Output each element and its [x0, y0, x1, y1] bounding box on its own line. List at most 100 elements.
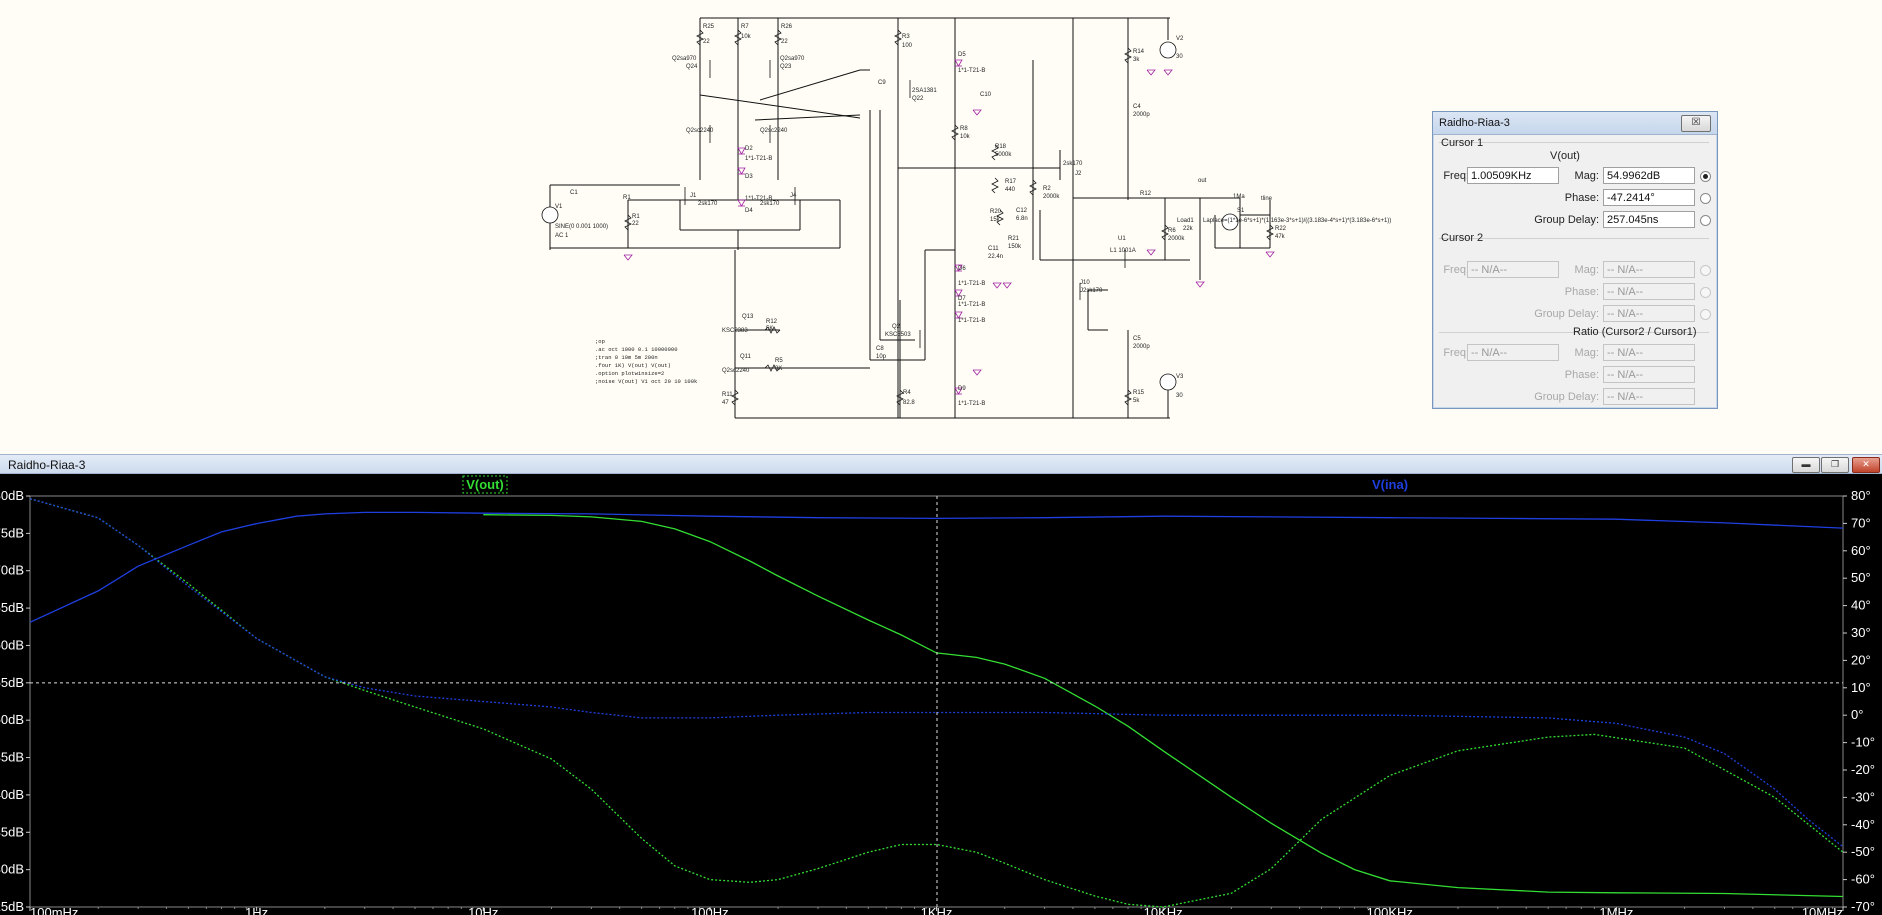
cursor1-group-delay-radio[interactable] — [1700, 215, 1711, 226]
cursor2-freq-field[interactable]: -- N/A-- — [1467, 261, 1559, 278]
svg-text:1*1-T21-B: 1*1-T21-B — [958, 401, 985, 407]
svg-text:2000k: 2000k — [1168, 236, 1185, 242]
cursor2-mag-field[interactable]: -- N/A-- — [1603, 261, 1695, 278]
close-button[interactable]: ✕ — [1852, 457, 1880, 473]
ratio-group-delay-label: Group Delay: — [1534, 391, 1599, 403]
svg-text:150k: 150k — [1008, 244, 1022, 250]
svg-text:R1: R1 — [623, 195, 631, 201]
spice-directive-noise[interactable]: ;noise V(out) V1 oct 20 10 100k — [595, 378, 698, 385]
cursor1-phase-field[interactable]: -47.2414° — [1603, 189, 1695, 206]
ratio-freq-field[interactable]: -- N/A-- — [1467, 344, 1559, 361]
svg-text:R12: R12 — [1140, 191, 1152, 197]
y-left-tick-label: 40dB — [0, 787, 24, 802]
svg-text:3k: 3k — [1133, 57, 1140, 63]
svg-text:D5: D5 — [958, 52, 966, 58]
bode-plot[interactable]: 80dB75dB70dB65dB60dB55dB50dB45dB40dB35dB… — [0, 474, 1882, 915]
svg-text:6.8n: 6.8n — [1016, 216, 1028, 222]
y-right-tick-label: -30° — [1851, 789, 1875, 804]
svg-text:Q11: Q11 — [740, 354, 752, 360]
svg-text:J1: J1 — [690, 193, 697, 199]
cursor1-phase-radio[interactable] — [1700, 193, 1711, 204]
svg-text:V1: V1 — [555, 204, 563, 210]
y-left-tick-label: 45dB — [0, 750, 24, 765]
svg-text:R2: R2 — [1043, 186, 1051, 192]
svg-text:J2sk170: J2sk170 — [1080, 288, 1103, 294]
svg-text:30: 30 — [1176, 54, 1183, 60]
cursor1-freq-field[interactable]: 1.00509KHz — [1467, 167, 1559, 184]
svg-text:Q23: Q23 — [780, 64, 792, 70]
cursor2-phase-radio[interactable] — [1700, 287, 1711, 298]
svg-text:C11: C11 — [988, 246, 999, 252]
trace-label-vout-box — [462, 475, 508, 494]
cursor2-group-delay-field[interactable]: -- N/A-- — [1603, 305, 1695, 322]
svg-text:SINE(0 0.001 1000): SINE(0 0.001 1000) — [555, 224, 608, 230]
cursor1-phase-label: Phase: — [1564, 192, 1599, 204]
cursor2-phase-field[interactable]: -- N/A-- — [1603, 283, 1695, 300]
trace-vina-phase — [29, 498, 1844, 848]
cursor1-group — [1439, 142, 1709, 243]
ratio-mag-field[interactable]: -- N/A-- — [1603, 344, 1695, 361]
svg-text:2sk170: 2sk170 — [698, 201, 718, 207]
cursor1-freq-label: Freq: — [1443, 170, 1469, 182]
close-button[interactable]: ☒ — [1681, 115, 1711, 132]
spice-directive-four[interactable]: .four 1K) V(out) V(out) — [595, 362, 671, 369]
svg-text:22.4n: 22.4n — [988, 254, 1003, 260]
spice-directive-option[interactable]: .option plotwinsize=2 — [595, 370, 665, 377]
cursor2-group-delay-radio[interactable] — [1700, 309, 1711, 320]
svg-text:22: 22 — [781, 39, 788, 45]
y-right-tick-label: 60° — [1851, 543, 1871, 558]
cursor1-group-delay-field[interactable]: 257.045ns — [1603, 211, 1695, 228]
svg-text:R15: R15 — [1133, 390, 1145, 396]
x-tick-label: 10KHz — [1144, 905, 1183, 915]
spice-directive-ac[interactable]: .ac oct 1000 0.1 10000000 — [595, 346, 678, 353]
cursor2-group — [1439, 238, 1709, 319]
x-tick-label: 100mHz — [30, 905, 78, 915]
cursor1-mag-field[interactable]: 54.9962dB — [1603, 167, 1695, 184]
cursor1-mag-radio[interactable] — [1700, 171, 1711, 182]
y-right-tick-label: 50° — [1851, 570, 1871, 585]
y-left-tick-label: 55dB — [0, 675, 24, 690]
svg-text:10k: 10k — [960, 134, 971, 140]
cursor2-mag-radio[interactable] — [1700, 265, 1711, 276]
ratio-group-delay-field[interactable]: -- N/A-- — [1603, 388, 1695, 405]
cursor-dialog-titlebar[interactable]: Raidho-Riaa-3 ☒ — [1433, 112, 1717, 135]
svg-text:AC 1: AC 1 — [555, 233, 569, 239]
ratio-phase-field[interactable]: -- N/A-- — [1603, 366, 1695, 383]
minimize-button[interactable]: ▬ — [1792, 457, 1820, 473]
svg-text:R14: R14 — [1133, 49, 1145, 55]
svg-text:Q2sc2240: Q2sc2240 — [760, 128, 788, 134]
schematic-drawing: V1 SINE(0 0.001 1000) AC 1 C1 R1 R1 22 Q… — [541, 17, 1391, 419]
svg-text:Q2sc2240: Q2sc2240 — [686, 128, 714, 134]
y-right-tick-label: 40° — [1851, 598, 1871, 613]
y-left-tick-label: 65dB — [0, 600, 24, 615]
svg-text:R5: R5 — [775, 358, 783, 364]
svg-text:U1: U1 — [1118, 236, 1126, 242]
cursor1-group-delay-label: Group Delay: — [1534, 214, 1599, 226]
trace-vina-magnitude — [29, 511, 1844, 623]
svg-text:D6: D6 — [958, 266, 966, 272]
svg-text:2SA1381: 2SA1381 — [912, 88, 937, 94]
y-right-tick-label: -40° — [1851, 817, 1875, 832]
restore-button[interactable]: ❐ — [1821, 457, 1849, 473]
svg-text:47k: 47k — [1275, 234, 1286, 240]
svg-text:2sk170: 2sk170 — [760, 201, 780, 207]
plot-titlebar[interactable]: Raidho-Riaa-3 ▬ ❐ ✕ — [0, 454, 1882, 474]
svg-text:1*1-T21-B: 1*1-T21-B — [958, 302, 985, 308]
svg-text:KSC3503: KSC3503 — [885, 332, 911, 338]
cursor2-freq-label: Freq: — [1443, 264, 1469, 276]
svg-text:22: 22 — [632, 221, 639, 227]
svg-text:J2: J2 — [1075, 171, 1082, 177]
svg-text:KSC2383: KSC2383 — [722, 328, 748, 334]
svg-text:Q2sa970: Q2sa970 — [672, 56, 697, 62]
cursor2-phase-label: Phase: — [1564, 286, 1599, 298]
svg-text:15k: 15k — [990, 217, 1001, 223]
svg-text:out: out — [1198, 178, 1207, 184]
svg-text:2000p: 2000p — [1133, 112, 1150, 118]
spice-directive-tran[interactable]: ;tran 0 10m 5m 200n — [595, 354, 658, 361]
x-tick-label: 1KHz — [921, 905, 953, 915]
svg-text:5k: 5k — [1133, 398, 1140, 404]
spice-directive-op[interactable]: ;op — [595, 338, 605, 345]
cursor1-mag-label: Mag: — [1574, 170, 1599, 182]
x-tick-label: 1Hz — [245, 905, 268, 915]
svg-text:S1: S1 — [1237, 208, 1245, 214]
